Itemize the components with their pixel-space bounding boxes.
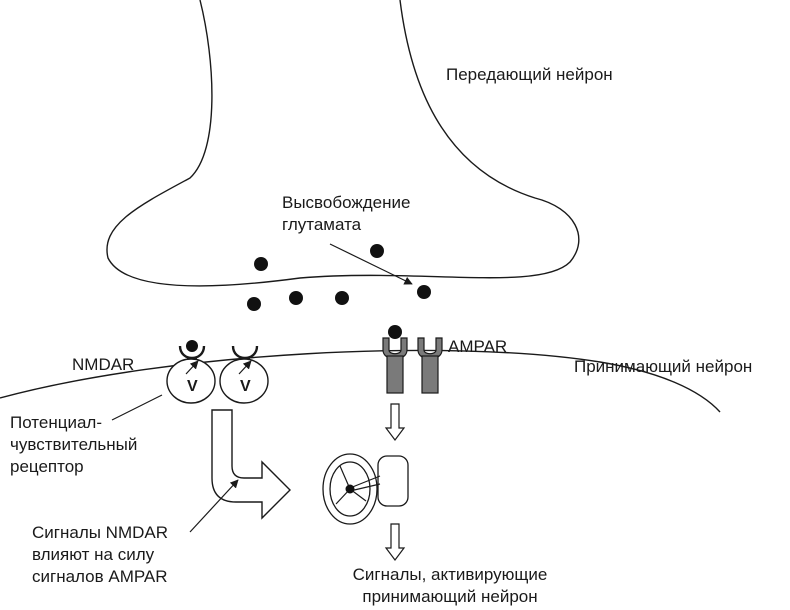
- release-arrow: [329, 243, 413, 285]
- label-activating-signals: Сигналы, активирующие принимающий нейрон: [330, 564, 570, 608]
- glutamate-dot: [335, 291, 349, 305]
- label-nmdar-influence: Сигналы NMDAR влияют на силу сигналов AM…: [32, 522, 168, 588]
- label-line: Высвобождение: [282, 193, 411, 212]
- activation-arrow: [384, 523, 406, 561]
- glutamate-dot: [247, 297, 261, 311]
- voltage-receptor-pointer: [111, 394, 163, 421]
- label-line: глутамата: [282, 215, 362, 234]
- ampar-signal-arrow: [384, 403, 406, 441]
- label-line: сигналов AMPAR: [32, 567, 168, 586]
- glutamate-molecules: [247, 244, 431, 311]
- label-line: чувствительный: [10, 435, 138, 454]
- postsynaptic-membrane: [0, 349, 721, 413]
- label-receiving-neuron: Принимающий нейрон: [574, 357, 753, 376]
- presynaptic-terminal: [106, 0, 580, 287]
- signaling-wheel: [322, 453, 409, 525]
- label-glutamate-release: Высвобождение глутамата: [282, 192, 410, 236]
- label-line: Потенциал-: [10, 413, 103, 432]
- glutamate-dot: [417, 285, 431, 299]
- label-line: рецептор: [10, 457, 84, 476]
- nmdar-receptor: [219, 345, 269, 404]
- voltage-symbol: V: [187, 378, 198, 395]
- label-ampar: AMPAR: [448, 337, 508, 356]
- label-line: Сигналы, активирующие: [352, 565, 548, 584]
- label-line: влияют на силу: [32, 545, 155, 564]
- glutamate-dot: [289, 291, 303, 305]
- label-line: Сигналы NMDAR: [32, 523, 169, 542]
- label-transmitting-neuron: Передающий нейрон: [446, 65, 613, 84]
- glutamate-dot: [254, 257, 268, 271]
- nmdar-influence-arrow: [211, 409, 291, 520]
- label-nmdar: NMDAR: [72, 355, 135, 374]
- ampar-receptor: [417, 337, 443, 394]
- label-line: принимающий нейрон: [362, 587, 538, 606]
- influence-pointer: [189, 479, 239, 533]
- label-voltage-receptor: Потенциал- чувствительный рецептор: [10, 412, 137, 478]
- glutamate-dot: [370, 244, 384, 258]
- voltage-symbol: V: [240, 378, 251, 395]
- ampar-receptor: [382, 325, 408, 394]
- nmdar-receptor: [166, 340, 216, 404]
